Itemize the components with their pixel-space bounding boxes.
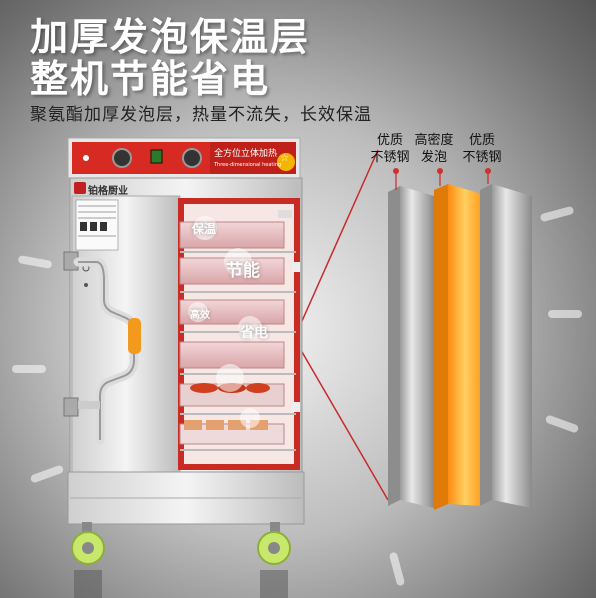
steam-label-efficient: 高效	[190, 310, 210, 321]
panel-heading: 全方位立体加热	[214, 149, 278, 159]
brand-logo-icon	[74, 182, 86, 194]
callout-lines	[297, 149, 389, 501]
subtitle: 聚氨酯加厚发泡层，热量不流失，长效保温	[30, 105, 372, 125]
panel-subheading: Three-dimensional heating	[214, 162, 282, 168]
light-streak	[12, 365, 46, 373]
layer-label-foam: 高密度 发泡	[414, 133, 454, 165]
food-trays	[179, 210, 300, 451]
light-streak	[548, 310, 582, 318]
callout-dot	[485, 168, 491, 174]
headline-line2: 整机节能省电	[30, 57, 271, 101]
layer-label-steel-inner: 优质 不锈钢	[462, 133, 502, 165]
steam-label-keep-warm: 保温	[192, 222, 217, 236]
brand-label: 铂格厨业	[88, 186, 128, 197]
callout-dot	[437, 168, 443, 174]
headline-line1: 加厚发泡保温层	[30, 15, 311, 59]
badge-icon: ☆	[280, 153, 289, 164]
steam-label-power-saving: 省电	[240, 325, 268, 341]
layer-label-steel-outer: 优质 不锈钢	[370, 133, 410, 165]
steam-label-energy-saving: 节能	[226, 261, 260, 281]
callout-dot	[393, 168, 399, 174]
steam-cabinet	[63, 137, 305, 598]
insulation-cross-section	[388, 170, 532, 510]
